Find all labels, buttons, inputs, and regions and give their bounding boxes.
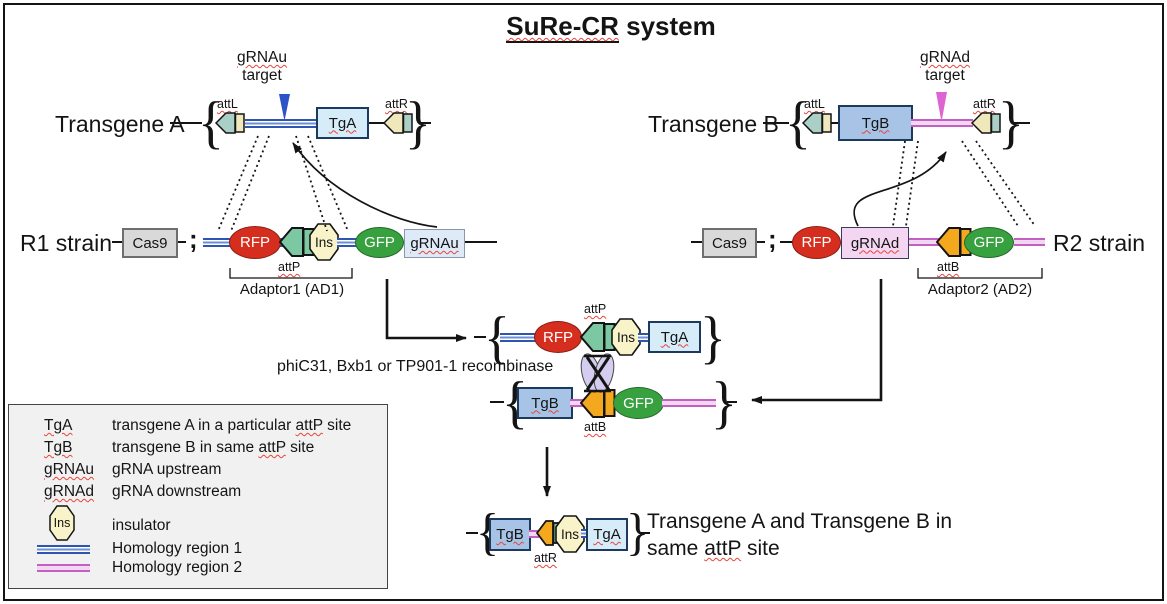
rfp-marker: RFP [792,226,841,259]
legend-homology-1-swatch [37,545,90,554]
insulator-octagon-icon: Ins [555,515,585,553]
connector-line [474,336,486,338]
homology-region-2-line [1014,238,1045,246]
legend-insulator-octagon-icon: Ins [49,505,75,541]
transgene-b-label: Transgene B [648,111,779,137]
connector-line [421,122,431,124]
connector-line [465,241,497,243]
homology-region-1-line [638,333,650,342]
legend-desc-tgb: transgene B in same attP site [112,439,315,456]
attr-label: attR [973,97,996,111]
legend-desc-grnau: gRNA upstream [112,461,222,478]
homology-region-2-line [662,399,716,407]
insulator-octagon-icon: Ins [611,318,641,356]
homology-region-2-line [909,238,940,246]
legend-homology-2-swatch [37,564,90,572]
attr-element-icon [971,112,1001,134]
legend-term-tgb: TgB [44,439,73,456]
homology-region-1-line [581,529,589,538]
attr-element-icon [383,112,413,134]
attb-label: attB [584,420,607,434]
grnad-box: gRNAd [841,227,909,259]
semicolon-separator: ; [189,224,198,254]
connector-line [1014,122,1030,124]
rfp-marker: RFP [229,226,281,259]
legend-desc-homology-1: Homology region 1 [112,540,243,557]
gfp-marker: GFP [355,227,404,258]
right-brace: } [626,503,650,561]
connector-line [490,401,504,403]
legend-desc-tga: transgene A in a particular attP site [112,417,352,434]
grnad-target-triangle-icon [936,92,947,122]
tgb-box: TgB [489,518,531,551]
connector-line [369,122,384,124]
r1-strain-label: R1 strain [20,230,113,256]
recombinase-label: phiC31, Bxb1 or TP901-1 recombinase [277,358,554,375]
connector-line [691,241,702,243]
connector-line [466,532,478,534]
tga-box: TgA [316,107,369,139]
grnau-target-triangle-icon [279,94,290,121]
legend-desc-homology-2: Homology region 2 [112,559,243,576]
cas9-box: Cas9 [702,228,757,258]
homology-region-1-line [500,333,538,342]
connector-line [112,241,122,243]
page-title: SuRe-CR system [55,11,1167,43]
outer-frame [3,3,1164,601]
gfp-marker: GFP [964,227,1014,258]
connector-line [178,241,186,243]
right-brace: } [700,304,726,370]
legend-desc-grnad: gRNA downstream [112,483,242,500]
final-caption: Transgene A and Transgene B in same attP… [647,510,953,560]
attl-label: attL [217,97,238,111]
rfp-marker: RFP [534,321,582,353]
homology-region-2-line [529,530,539,538]
right-brace: } [405,89,431,155]
grnau-target-label: gRNAu target [237,49,287,84]
attr-label: attR [534,551,557,565]
title-underlined: SuRe-CR [506,11,619,43]
legend-box: TgA transgene A in a particular attP sit… [8,404,388,589]
attl-element-icon [802,112,832,134]
attp-label: attP [584,302,607,316]
homology-region-1-line [245,119,316,128]
attl-element-icon [215,112,245,134]
homology-region-2-line [570,399,585,407]
homology-region-1-line [337,238,357,247]
connector-line [780,241,794,243]
transgene-a-label: Transgene A [55,111,185,137]
grnau-box: gRNAu [404,229,465,258]
attp-label: attP [278,260,301,274]
connector-line [763,122,789,124]
adaptor2-label: Adaptor2 (AD2) [927,281,1033,298]
connector-line [640,532,650,534]
attr-label: attR [385,97,408,111]
connector-line [727,401,737,403]
connector-line [170,122,202,124]
homology-region-2-line [911,119,973,127]
attb-element-icon [580,388,616,418]
insulator-octagon-icon: Ins [309,223,339,261]
adaptor1-label: Adaptor1 (AD1) [239,281,345,298]
legend-term-grnad: gRNAd [44,483,94,500]
cas9-box: Cas9 [122,228,178,258]
gfp-marker: GFP [613,387,664,419]
attl-label: attL [804,97,825,111]
grnad-target-label: gRNAd target [920,49,970,84]
tgb-box: TgB [838,105,913,141]
tga-box: TgA [648,321,701,353]
legend-term-tga: TgA [44,417,73,434]
r2-strain-label: R2 strain [1053,230,1146,256]
legend-desc-insulator: insulator [112,517,171,534]
tgb-box: TgB [517,387,573,419]
connector-line [757,241,765,243]
title-rest: system [618,11,716,41]
tga-box: TgA [586,518,628,551]
connector-line [831,122,841,124]
attb-label: attB [937,260,960,274]
legend-term-grnau: gRNAu [44,461,94,478]
semicolon-separator: ; [768,224,777,254]
